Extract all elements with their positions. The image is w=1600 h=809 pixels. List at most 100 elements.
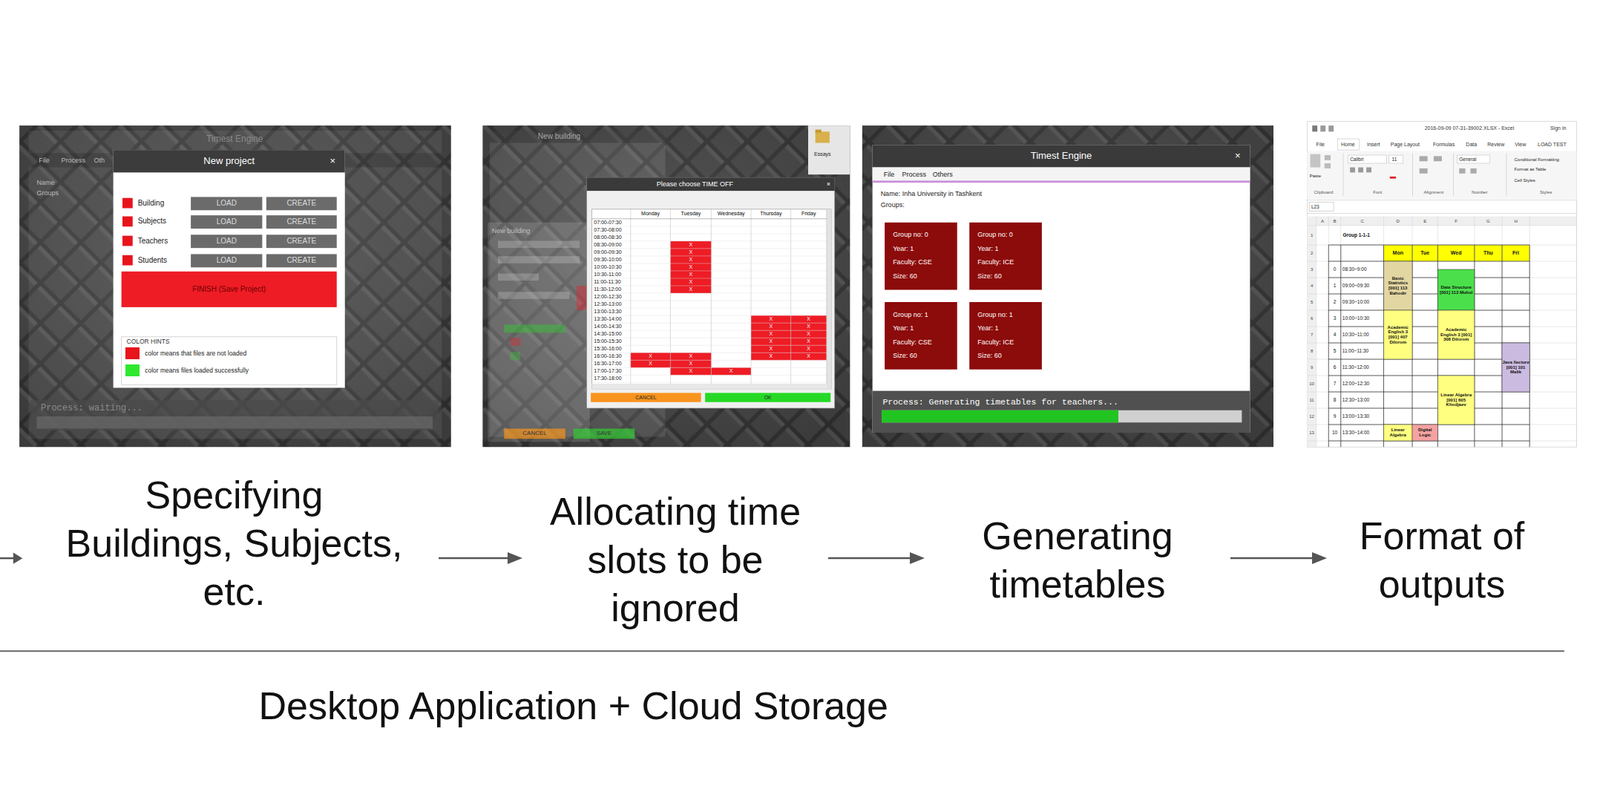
label-holder: 11 (1392, 156, 1398, 162)
label-holder: Size: 60 (977, 272, 1002, 280)
label-holder: Groups: (880, 201, 905, 209)
label-holder: 09:00~09:30 (1342, 282, 1370, 288)
label-holder: X (689, 279, 694, 285)
label-holder: Formulas (1433, 141, 1455, 148)
illustration-shape (489, 130, 666, 144)
label-holder: Review (1487, 141, 1505, 148)
label-holder: Tuesday (681, 210, 702, 217)
illustration-shape (1349, 167, 1356, 173)
illustration-shape (37, 416, 434, 429)
label-text: Mon (1392, 250, 1404, 257)
label-holder: Font (1372, 189, 1382, 195)
label-text: 9 (1333, 413, 1337, 419)
label-text: × (826, 180, 831, 188)
label-text: Group no: 1 (892, 310, 929, 318)
label-holder: Oth (94, 156, 106, 165)
label-holder: Calibri (1349, 156, 1364, 162)
illustration-shape (751, 315, 792, 323)
label-text: 14:30-15:00 (593, 330, 622, 337)
label-text: X (689, 241, 694, 248)
label-holder: Number (1471, 189, 1488, 195)
illustration-shape (751, 345, 792, 353)
label-text: Wednesday (717, 210, 746, 217)
illustration-shape (1389, 176, 1396, 179)
label-text: X (689, 264, 694, 271)
label-text: Year: 1 (977, 324, 999, 332)
label-holder: Size: 60 (977, 351, 1002, 360)
label-text: 10 (1332, 429, 1338, 435)
illustration-shape (751, 322, 792, 331)
illustration-shape (592, 255, 827, 257)
label-text: Group no: 1 (977, 310, 1013, 318)
label-text: 4 (1333, 331, 1337, 337)
label-text: Year: 1 (892, 244, 914, 253)
illustration-shape (510, 351, 521, 360)
illustration-shape (30, 400, 439, 431)
illustration-shape (592, 285, 827, 287)
label-holder: 15:30-16:00 (593, 345, 622, 352)
step-caption: Format of outputs (1326, 512, 1557, 609)
illustration-shape (121, 336, 337, 386)
label-text: Academic English 3 [001] 308 Dilorom (1437, 327, 1475, 343)
label-holder: Wed (1450, 250, 1462, 257)
illustration-shape (881, 410, 1119, 424)
illustration-shape (630, 359, 671, 368)
label-holder: Name (37, 178, 55, 187)
label-holder: FINISH (Save Project) (192, 284, 266, 294)
label-text: Tuesday (681, 210, 702, 217)
label-holder: Group no: 1 (892, 310, 929, 318)
label-text: Process: Generating timetables for teach… (882, 397, 1118, 407)
illustration-shape (630, 209, 631, 384)
illustration-shape (808, 125, 850, 175)
illustration-shape (266, 253, 337, 268)
label-holder: Subjects (138, 217, 167, 227)
label-holder: 09:30-10:00 (593, 256, 622, 263)
label-text: Format as Table (1514, 166, 1547, 173)
label-holder: 17:30-18:00 (593, 375, 622, 382)
label-text: Process (902, 170, 927, 179)
arrow-shaft (1230, 557, 1314, 560)
label-holder: Conditional Formatting (1514, 156, 1560, 162)
label-text: 1 (1333, 282, 1337, 288)
label-text: Desktop Application + Cloud Storage (258, 684, 889, 729)
illustration-shape (826, 209, 832, 389)
label-holder: Linear Algebra [001] 605 Khodjaev (1437, 375, 1475, 425)
label-holder: 13:00-13:30 (593, 308, 622, 315)
illustration-shape (573, 428, 636, 440)
label-holder: New building (538, 132, 581, 142)
label-holder: 08:00-08:30 (593, 234, 622, 241)
legend-holder: color means files loaded successfully (144, 366, 249, 375)
label-holder: 6 (1310, 316, 1313, 322)
label-holder: LOAD (216, 236, 237, 246)
label-holder: Sign in (1550, 125, 1566, 132)
label-text: Process (61, 156, 87, 165)
label-text: Groups: (880, 201, 905, 209)
illustration-shape (497, 241, 580, 249)
label-text: Page Layout (1390, 141, 1420, 148)
label-text: 2 (1333, 299, 1337, 305)
arrow-shaft (438, 557, 510, 560)
label-holder: X (689, 264, 694, 271)
label-holder: 13:00~13:30 (1342, 413, 1370, 419)
label-text: Styles (1539, 189, 1552, 195)
label-holder: CANCEL (635, 394, 657, 401)
label-holder: 2 (1333, 299, 1337, 305)
label-text: COLOR HINTS (126, 338, 170, 346)
illustration-shape (670, 241, 711, 249)
illustration-shape (1328, 408, 1530, 409)
label-text: 8 (1310, 348, 1313, 354)
illustration-shape (591, 209, 593, 384)
label-holder: D (1396, 218, 1400, 224)
label-holder: X (648, 360, 653, 367)
illustration-shape (592, 374, 827, 376)
illustration-shape (969, 302, 1042, 370)
label-text: X (689, 279, 694, 285)
label-text: 10 (1309, 381, 1315, 387)
label-holder: CREATE (286, 217, 317, 227)
label-text: 12:00-12:30 (593, 293, 622, 300)
label-text: Others (932, 170, 953, 179)
label-holder: Format as Table (1514, 166, 1547, 173)
illustration-shape (122, 216, 133, 228)
illustration-shape (751, 209, 752, 384)
illustration-shape (592, 382, 827, 383)
